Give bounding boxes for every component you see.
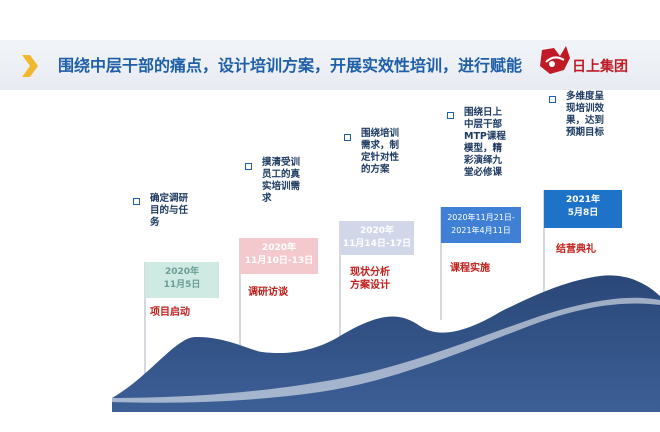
mountain-highlight (112, 297, 660, 403)
bullet-icon (447, 112, 454, 119)
logo-emblem-icon (540, 46, 570, 74)
chevron-icon (22, 55, 38, 77)
bullet-icon (344, 134, 351, 141)
stage-label: 现状分析方案设计 (350, 267, 390, 291)
stage-description: 多维度呈现培训效果，达到预期目标 (566, 91, 605, 138)
mountain-shape (112, 275, 660, 412)
bullet-icon (549, 96, 556, 103)
logo-text: 日上集团 (572, 59, 628, 75)
page-title: 围绕中层干部的痛点，设计培训方案，开展实效性培训，进行赋能 (58, 56, 523, 75)
stage-label: 项目启动 (150, 307, 190, 318)
stage-description: 摸清受训员工的真实培训需求 (262, 157, 301, 204)
stage-date-box: 2020年11月21日-2021年4月11日 (441, 207, 521, 243)
stage-description: 确定调研目的与任务 (150, 193, 189, 228)
stage-description: 围绕培训需求，制定针对性的方案 (361, 128, 400, 175)
bullet-icon (245, 163, 252, 170)
stage-label: 结营典礼 (556, 244, 596, 255)
stage-label: 课程实施 (450, 263, 490, 274)
stage-label: 调研访谈 (248, 287, 288, 298)
bullet-icon (133, 198, 140, 205)
